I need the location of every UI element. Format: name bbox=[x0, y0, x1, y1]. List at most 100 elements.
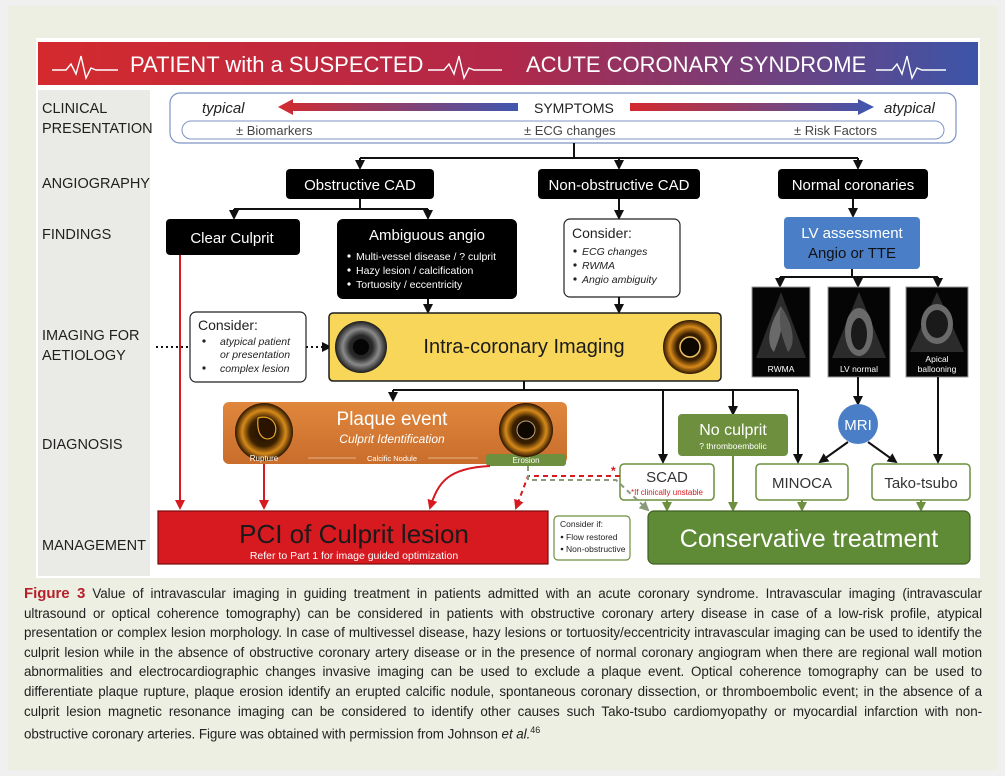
no-culprit: No culprit ? thromboembolic bbox=[678, 414, 788, 456]
diagnosis-green-boxes: SCAD *If clinically unstable * MINOCA Ta… bbox=[611, 463, 971, 501]
scad-star: * bbox=[611, 464, 616, 478]
ecg-changes-label: ± ECG changes bbox=[524, 123, 616, 138]
management-consider-item: Non-obstructive bbox=[566, 544, 626, 554]
no-culprit-label: No culprit bbox=[699, 422, 767, 439]
imaging-consider-item: complex lesion bbox=[220, 363, 290, 375]
ambiguous-item: Multi-vessel disease / ? culprit bbox=[356, 251, 496, 263]
calcific-nodule-label: Calcific Nodule bbox=[367, 454, 417, 463]
banner-left-text: PATIENT with a SUSPECTED bbox=[130, 52, 423, 77]
ambiguous-angio-box bbox=[337, 219, 517, 299]
plaque-event-title: Plaque event bbox=[337, 409, 449, 430]
caption-text: Value of intravascular imaging in guidin… bbox=[24, 586, 982, 742]
symptoms-arrow-left bbox=[278, 99, 518, 115]
normal-coronaries-label: Normal coronaries bbox=[792, 177, 915, 194]
title-banner: PATIENT with a SUSPECTED ACUTE CORONARY … bbox=[38, 42, 978, 85]
rupture-label: Rupture bbox=[250, 454, 279, 463]
figure-panel: PATIENT with a SUSPECTED ACUTE CORONARY … bbox=[8, 6, 998, 770]
obstructive-cad-box bbox=[286, 169, 434, 199]
echo-label-lv-normal: LV normal bbox=[840, 364, 878, 374]
connectors-conservative bbox=[527, 456, 926, 512]
mri-circle bbox=[838, 404, 878, 444]
clear-culprit-box bbox=[166, 219, 300, 255]
pci-title: PCI of Culprit lesion bbox=[239, 519, 469, 549]
echo-label-rwma: RWMA bbox=[768, 364, 795, 374]
clear-culprit-label: Clear Culprit bbox=[190, 230, 274, 247]
normal-coronaries-box bbox=[778, 169, 928, 199]
row-label-diagnosis: DIAGNOSIS bbox=[42, 437, 123, 453]
findings-row: Clear Culprit Ambiguous angio Multi-vess… bbox=[166, 217, 920, 299]
pci-culprit-lesion: PCI of Culprit lesion Refer to Part 1 fo… bbox=[157, 510, 549, 565]
row-label-column bbox=[38, 90, 150, 576]
no-culprit-box bbox=[678, 414, 788, 456]
management-consider-box bbox=[553, 515, 631, 561]
row-labels: CLINICAL PRESENTATION ANGIOGRAPHY FINDIN… bbox=[42, 101, 153, 554]
consider-item: RWMA bbox=[582, 260, 615, 272]
echo-rwma-image: RWMA bbox=[751, 286, 811, 378]
ambiguous-item: Hazy lesion / calcification bbox=[356, 265, 473, 277]
pci-box bbox=[157, 510, 549, 565]
findings-consider-title: Consider: bbox=[572, 225, 632, 241]
scad-note: *If clinically unstable bbox=[631, 488, 704, 497]
management-consider: Consider if: Flow restored Non-obstructi… bbox=[553, 515, 631, 561]
connectors-imaging bbox=[423, 297, 624, 314]
biomarkers-label: ± Biomarkers bbox=[236, 123, 313, 138]
acs-flowchart: PATIENT with a SUSPECTED ACUTE CORONARY … bbox=[36, 38, 980, 578]
risk-factors-label: ± Risk Factors bbox=[794, 123, 877, 138]
imaging-consider-item: or presentation bbox=[220, 349, 290, 361]
erosion-label: Erosion bbox=[512, 456, 539, 465]
consider-item: Angio ambiguity bbox=[581, 274, 657, 286]
conservative-label: Conservative treatment bbox=[680, 525, 939, 553]
symptoms-arrow-right bbox=[630, 99, 874, 115]
non-obstructive-cad-box bbox=[538, 169, 700, 199]
intracoronary-label: Intra-coronary Imaging bbox=[423, 336, 624, 358]
erosion-band bbox=[486, 454, 566, 466]
row-label-findings: FINDINGS bbox=[42, 227, 111, 243]
plaque-event-sub: Culprit Identification bbox=[339, 432, 445, 446]
symptoms-label: SYMPTOMS bbox=[534, 100, 614, 116]
caption-etal: et al. bbox=[501, 726, 531, 742]
lv-assessment-title: LV assessment bbox=[801, 225, 903, 242]
scad-label: SCAD bbox=[646, 469, 688, 486]
banner-right-text: ACUTE CORONARY SYNDROME bbox=[526, 52, 866, 77]
conservative-box bbox=[647, 510, 971, 565]
connectors-findings bbox=[229, 199, 858, 220]
typical-label: typical bbox=[202, 100, 245, 117]
consider-item: ECG changes bbox=[582, 246, 648, 258]
plaque-event-box bbox=[223, 402, 567, 464]
caption-reference: 46 bbox=[530, 725, 541, 736]
echo-label-apical: Apical bbox=[925, 354, 948, 364]
figure-label: Figure 3 bbox=[24, 585, 86, 602]
ecg-trace-icon bbox=[876, 55, 946, 81]
ambiguous-angio-list: Multi-vessel disease / ? culprit Hazy le… bbox=[347, 251, 496, 291]
thromboembolic-label: ? thromboembolic bbox=[699, 441, 767, 451]
mri-label: MRI bbox=[844, 417, 872, 434]
lv-assessment-box bbox=[784, 217, 920, 269]
conservative-treatment: Conservative treatment bbox=[647, 510, 971, 565]
row-label-imaging: IMAGING FOR bbox=[42, 328, 139, 344]
ambiguous-item: Tortuosity / eccentricity bbox=[356, 279, 463, 291]
row-label-clinical: CLINICAL bbox=[42, 101, 107, 117]
connectors-echo bbox=[775, 269, 943, 288]
angiography-row: Obstructive CAD Non-obstructive CAD Norm… bbox=[286, 169, 928, 199]
connectors-angiography bbox=[355, 143, 863, 170]
lv-assessment-sub: Angio or TTE bbox=[808, 245, 896, 262]
findings-consider-list: ECG changes RWMA Angio ambiguity bbox=[573, 246, 657, 286]
clinical-presentation: typical SYMPTOMS atypical ± Biomarkers ±… bbox=[169, 92, 957, 144]
echo-apical-ballooning-image: Apical ballooning bbox=[905, 286, 969, 378]
imaging-consider-title: Consider: bbox=[198, 317, 258, 333]
row-label-presentation: PRESENTATION bbox=[42, 121, 153, 137]
ecg-trace-icon bbox=[52, 55, 118, 81]
intracoronary-imaging: Intra-coronary Imaging bbox=[328, 312, 722, 382]
minoca-label: MINOCA bbox=[772, 475, 832, 492]
management-consider-item: Flow restored bbox=[566, 532, 618, 542]
pci-sub: Refer to Part 1 for image guided optimiz… bbox=[250, 550, 459, 562]
row-label-aetiology: AETIOLOGY bbox=[42, 348, 126, 364]
figure-caption: Figure 3 Value of intravascular imaging … bbox=[24, 584, 982, 744]
echo-lv-normal-image: LV normal bbox=[827, 286, 891, 378]
plaque-event: Plaque event Culprit Identification Calc… bbox=[223, 402, 567, 466]
findings-consider-box bbox=[563, 218, 681, 298]
imaging-consider-item: atypical patient bbox=[220, 336, 291, 348]
echo-label-ballooning: ballooning bbox=[918, 364, 957, 374]
obstructive-cad-label: Obstructive CAD bbox=[304, 177, 416, 194]
row-label-management: MANAGEMENT bbox=[42, 538, 146, 554]
